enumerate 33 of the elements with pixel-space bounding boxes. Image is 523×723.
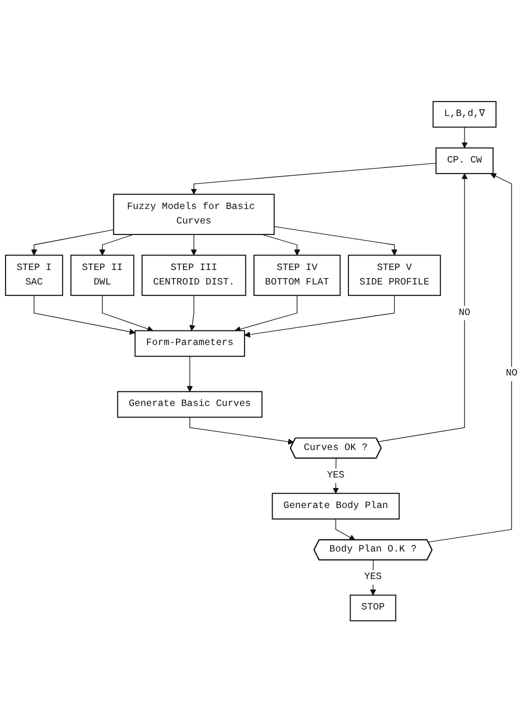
edge-label: NO — [458, 308, 470, 319]
node-box: CP. CW — [436, 148, 494, 174]
node-box: STEP II DWL — [70, 255, 134, 296]
arrow — [332, 458, 339, 494]
node-box: Generate Body Plan — [272, 493, 400, 520]
arrow — [462, 127, 468, 149]
edge-label: NO — [506, 368, 518, 380]
arrow — [186, 356, 193, 392]
node-box: Fuzzy Models for Basic Curves — [113, 194, 275, 236]
arrow — [190, 234, 197, 256]
node-box: STEP I SAC — [5, 255, 64, 296]
node-box: STOP — [350, 594, 396, 622]
arrow — [370, 560, 376, 596]
arrow — [34, 295, 136, 336]
arrow — [428, 174, 512, 543]
node-box: STEP III CENTROID DIST. — [142, 255, 246, 296]
node-box: STEP IV BOTTOM FLAT — [253, 255, 341, 296]
node-box: Form-Parameters — [134, 330, 246, 358]
arrow — [378, 174, 468, 442]
node-box: Generate Basic Curves — [117, 391, 262, 418]
arrow — [189, 295, 196, 332]
node-box: STEP V SIDE PROFILE — [348, 255, 441, 296]
arrow — [234, 295, 298, 332]
edge-label: YES — [364, 572, 382, 584]
arrow — [335, 519, 356, 541]
arrow — [190, 163, 436, 195]
arrow — [31, 230, 114, 256]
node-box: L,B,d,∇ — [432, 101, 497, 128]
arrow — [102, 295, 154, 332]
arrow — [274, 226, 398, 256]
arrow — [244, 295, 395, 338]
arrow — [189, 417, 294, 446]
edge-label: YES — [327, 470, 344, 482]
